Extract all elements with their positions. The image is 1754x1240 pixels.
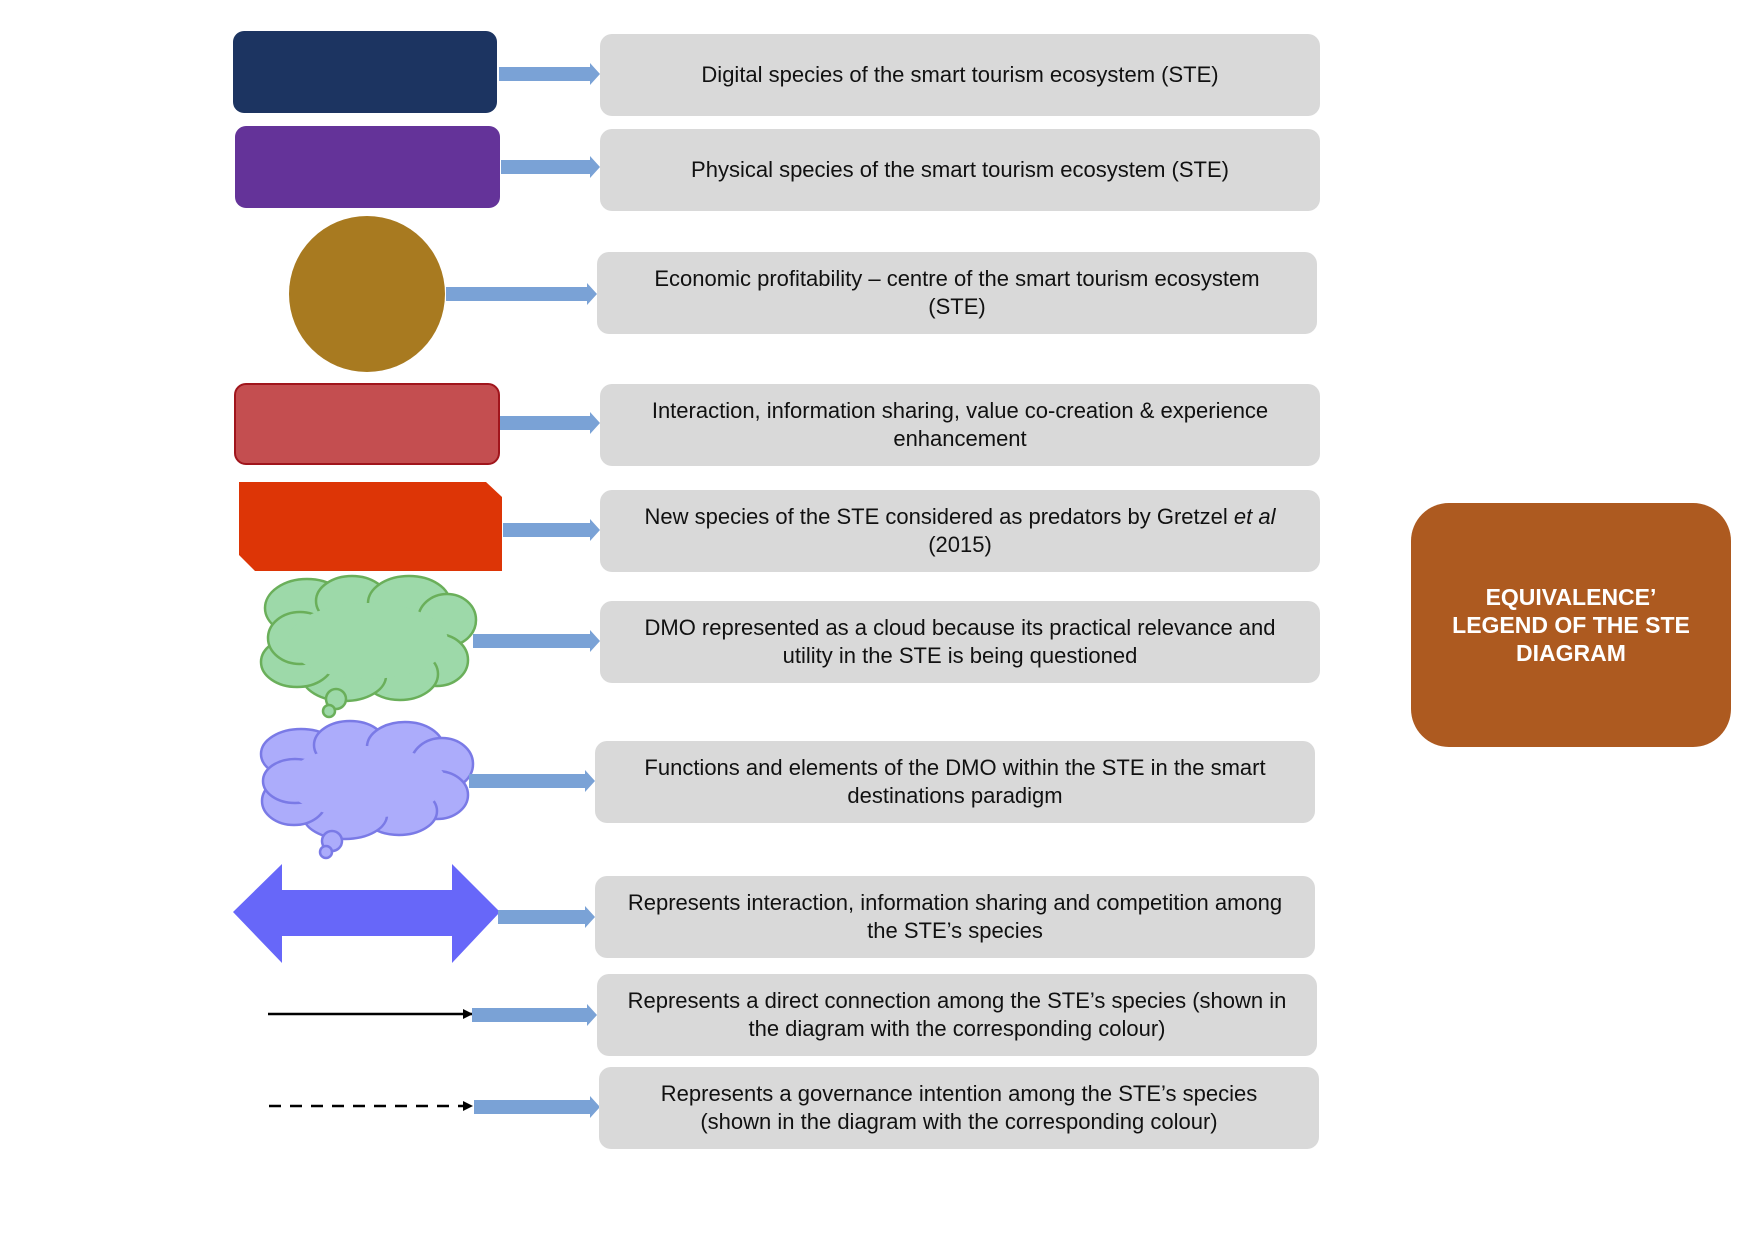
connector-arrow-2	[501, 156, 600, 178]
predators-text-italic: et al	[1233, 504, 1276, 529]
connector-arrow-5	[503, 519, 600, 541]
description-double-arrow: Represents interaction, information shar…	[595, 876, 1315, 958]
connector-arrow-7	[469, 770, 595, 792]
description-economic-centre: Economic profitability – centre of the s…	[597, 252, 1317, 334]
description-predators: New species of the STE considered as pre…	[600, 490, 1320, 572]
connector-arrow-10	[474, 1096, 600, 1118]
economic-centre-symbol	[289, 216, 445, 372]
predators-text-main: New species of the STE considered as pre…	[644, 504, 1234, 529]
dmo-cloud-bubble-large	[324, 687, 348, 711]
connector-arrow-1	[499, 63, 600, 85]
connector-arrow-6	[473, 630, 600, 652]
dmo-cloud-bubble-small	[321, 703, 337, 719]
functions-cloud-center	[286, 746, 446, 818]
double-arrow-symbol	[233, 864, 500, 963]
description-digital-species: Digital species of the smart tourism eco…	[600, 34, 1320, 116]
description-direct-connection: Represents a direct connection among the…	[597, 974, 1317, 1056]
predators-text-end: (2015)	[928, 532, 992, 557]
description-functions-cloud: Functions and elements of the DMO within…	[595, 741, 1315, 823]
connector-arrow-3	[446, 283, 597, 305]
description-dmo-cloud: DMO represented as a cloud because its p…	[600, 601, 1320, 683]
interaction-symbol	[234, 383, 500, 465]
connector-arrow-4	[500, 412, 600, 434]
functions-cloud-bubble-small	[318, 844, 334, 860]
connector-arrow-8	[498, 906, 595, 928]
digital-species-symbol	[233, 31, 497, 113]
physical-species-symbol	[235, 126, 500, 208]
dmo-cloud-center	[288, 603, 448, 679]
predators-text: New species of the STE considered as pre…	[626, 503, 1294, 559]
predators-symbol	[239, 482, 502, 571]
description-governance-intention: Represents a governance intention among …	[599, 1067, 1319, 1149]
legend-title: EQUIVALENCE’ LEGEND OF THE STE DIAGRAM	[1411, 503, 1731, 747]
description-physical-species: Physical species of the smart tourism ec…	[600, 129, 1320, 211]
connector-arrow-9	[472, 1004, 597, 1026]
description-interaction: Interaction, information sharing, value …	[600, 384, 1320, 466]
